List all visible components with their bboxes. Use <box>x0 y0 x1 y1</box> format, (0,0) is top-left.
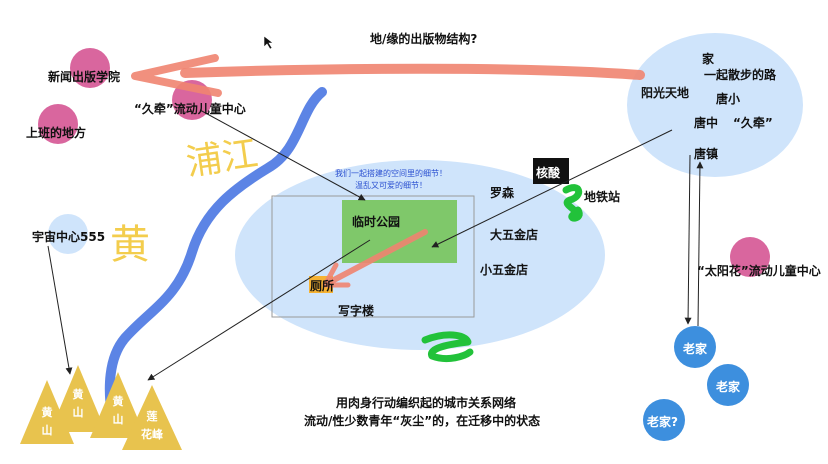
label-jiuqian-center: “久牵”流动儿童中心 <box>134 102 246 116</box>
label-metro: 地铁站 <box>584 190 621 204</box>
label-toilet: 厕所 <box>310 279 335 293</box>
mountain-1-bottom: 山 <box>42 423 53 437</box>
mountain-4-top: 莲 <box>147 409 158 423</box>
handwriting-yellow: 黄 <box>110 222 150 268</box>
workplace-node <box>38 104 78 144</box>
big-migration-arrow <box>180 63 645 80</box>
mountain-4-bottom: 花峰 <box>141 427 164 441</box>
arrow-jiuqian-to-park <box>199 109 366 201</box>
label-small5: 小五金店 <box>480 263 529 277</box>
label-hometown-3: 老家? <box>647 415 678 429</box>
label-sunflower: “太阳花”流动儿童中心 <box>697 264 821 278</box>
mountain-3-top: 黄 <box>113 394 124 408</box>
sunflower-node <box>730 237 770 277</box>
mountain-2-top: 黄 <box>73 387 84 401</box>
scribble-bottom <box>421 331 474 362</box>
label-park: 临时公园 <box>352 215 401 229</box>
caption-line-2: 流动/性少数青年“灰尘”的，在迁移中的状态 <box>304 414 541 428</box>
label-hometown-2: 老家 <box>716 380 741 394</box>
hometown-node-1 <box>674 326 716 368</box>
arrow-metro-to-park <box>431 129 673 248</box>
note-details: 我们一起搭建的空间里的细节！温乱又可爱的细节！ <box>335 169 447 190</box>
label-tangzhen: 唐镇 <box>694 147 719 161</box>
scribble-metro <box>562 184 583 222</box>
label-workplace: 上班的地方 <box>26 126 87 140</box>
hometown-node-3 <box>643 399 685 441</box>
park-block <box>342 200 457 263</box>
diagram-title: 地/缘的出版物结构? <box>370 32 478 46</box>
sunshine-area-ellipse <box>627 33 803 177</box>
cosmos-node <box>48 214 88 254</box>
park-arrow <box>327 229 428 285</box>
mountain-4 <box>122 385 182 450</box>
caption-line-1: 用肉身行动编织起的城市关系网络 <box>336 396 517 410</box>
handwriting-river: 浦江 <box>184 133 261 184</box>
mountain-3-bottom: 山 <box>113 412 124 426</box>
big-arrow-head <box>131 54 222 97</box>
hometown-node-2 <box>707 364 749 406</box>
label-office: 写字楼 <box>338 304 375 318</box>
river <box>104 87 327 420</box>
park-arrow-head <box>322 262 351 288</box>
publishing-node <box>70 48 110 88</box>
label-sunshine: 阳光天地 <box>641 86 690 100</box>
label-cosmos: 宇宙中心555 <box>32 230 106 244</box>
label-tangzhong: 唐中 <box>694 116 719 130</box>
mouse-cursor-icon <box>263 35 274 50</box>
mountains-group: 黄 山 黄 山 黄 山 莲 花峰 <box>20 365 182 450</box>
label-home: 家 <box>702 52 715 66</box>
label-hesuan: 核酸 <box>536 166 561 180</box>
arrow-hometown-to-tangzhen <box>696 161 704 327</box>
label-big5: 大五金店 <box>490 228 539 242</box>
label-walk: 一起散步的路 <box>704 68 777 82</box>
mountain-2-bottom: 山 <box>73 405 84 419</box>
arrow-office-to-mountains <box>147 239 371 381</box>
label-jiuqian: “久牵” <box>733 116 773 130</box>
label-publishing: 新闻出版学院 <box>48 70 121 84</box>
label-tangxiao: 唐小 <box>716 92 741 106</box>
hesuan-box <box>533 158 569 184</box>
mountain-1-top: 黄 <box>42 405 53 419</box>
mountain-3 <box>90 372 146 438</box>
arrow-cosmos-to-mountains <box>47 245 73 375</box>
label-hometown-1: 老家 <box>683 342 708 356</box>
map-frame <box>271 195 475 318</box>
mountain-2 <box>50 365 106 432</box>
arrow-tangzhen-to-hometown <box>684 154 692 325</box>
label-luosen: 罗森 <box>490 186 515 200</box>
